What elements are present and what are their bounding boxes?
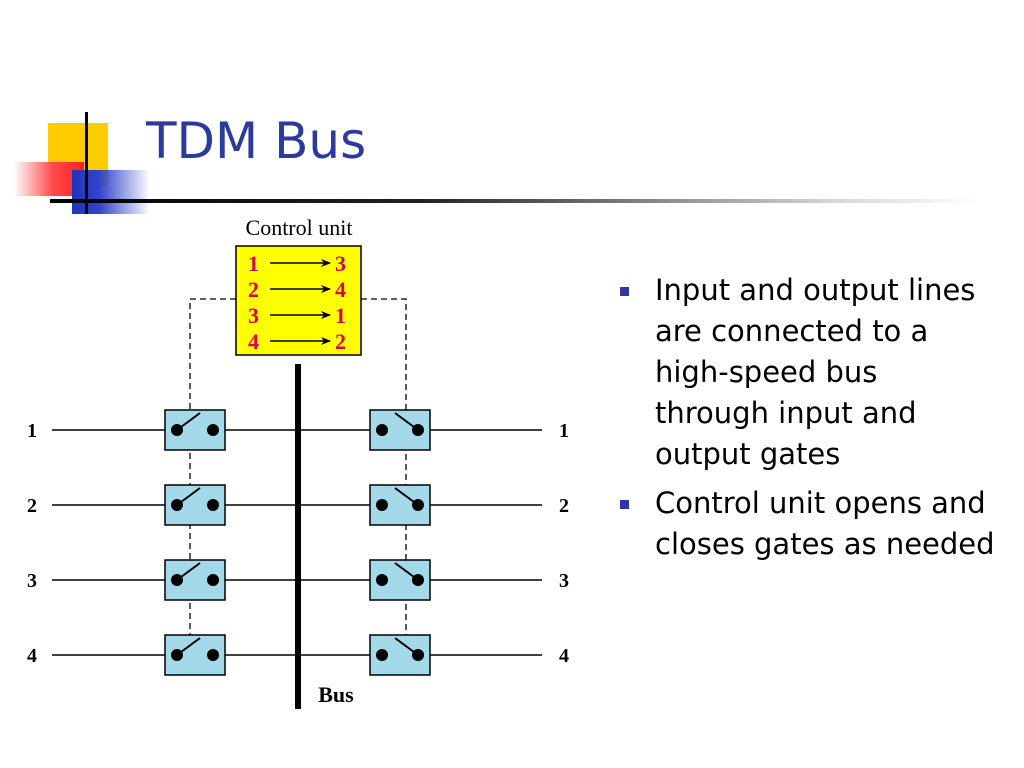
input-gate-switch: [164, 634, 226, 676]
output-line-label: 4: [559, 645, 569, 667]
mapping-to: 4: [335, 277, 346, 302]
output-line-label: 1: [559, 420, 569, 442]
switch-lever-icon: [176, 637, 201, 656]
bullet-square-icon: [620, 500, 629, 509]
bullet-list: Input and output lines are connected to …: [618, 270, 998, 573]
decor-vertical-line: [85, 112, 88, 214]
mapping-from: 4: [248, 329, 259, 354]
input-line-label: 3: [27, 570, 37, 592]
switch-lever-icon: [394, 562, 419, 581]
mapping-to: 3: [335, 251, 346, 276]
gate-contact: [376, 649, 388, 661]
output-line-label: 3: [559, 570, 569, 592]
gate-contact: [207, 424, 219, 436]
mapping-to: 2: [335, 329, 346, 354]
output-gate-switch: [369, 634, 431, 676]
input-line-label: 4: [27, 645, 37, 667]
switch-lever-icon: [176, 412, 201, 431]
gate-contact: [207, 499, 219, 511]
input-gate-switch: [164, 559, 226, 601]
switch-lever-icon: [394, 412, 419, 431]
mapping-to: 1: [335, 303, 346, 328]
switch-lever-icon: [394, 487, 419, 506]
output-line-label: 2: [559, 495, 569, 517]
slide-title: TDM Bus: [146, 112, 367, 170]
control-unit-label: Control unit: [246, 215, 353, 240]
mapping-from: 2: [248, 277, 259, 302]
bullet-item: Control unit opens and closes gates as n…: [618, 483, 998, 565]
output-gate-switch: [369, 409, 431, 451]
bullet-square-icon: [620, 287, 629, 296]
output-gate-switch: [369, 484, 431, 526]
switch-lever-icon: [176, 562, 201, 581]
gate-contact: [376, 499, 388, 511]
switch-lever-icon: [176, 487, 201, 506]
switch-lever-icon: [394, 637, 419, 656]
input-gate-switch: [164, 409, 226, 451]
input-gate-switch: [164, 484, 226, 526]
control-unit-box: [235, 245, 362, 356]
input-line-label: 2: [27, 495, 37, 517]
mapping-from: 3: [248, 303, 259, 328]
bullet-item: Input and output lines are connected to …: [618, 270, 998, 475]
title-underline: [50, 199, 980, 203]
bullet-text: Input and output lines are connected to …: [655, 273, 976, 471]
mapping-from: 1: [248, 251, 259, 276]
bullet-text: Control unit opens and closes gates as n…: [655, 486, 995, 561]
output-gate-switch: [369, 559, 431, 601]
gate-contact: [376, 574, 388, 586]
gate-contact: [207, 574, 219, 586]
gate-contact: [207, 649, 219, 661]
bus-label: Bus: [318, 682, 354, 707]
gate-contact: [376, 424, 388, 436]
input-line-label: 1: [27, 420, 37, 442]
control-lines: [189, 298, 407, 665]
bus-bar: [295, 364, 301, 709]
